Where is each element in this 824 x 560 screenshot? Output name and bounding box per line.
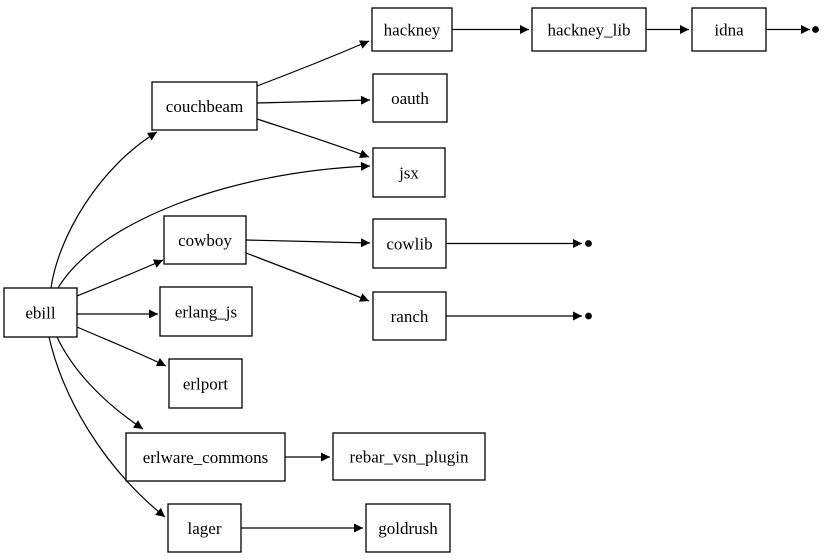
truncated-edge-dot-cowlib — [585, 240, 592, 247]
edge-ebill-jsx — [57, 161, 371, 289]
nodes-layer: ebill couchbeam hackney hackney_lib idna… — [3, 7, 767, 553]
edge-couchbeam-oauth — [256, 95, 371, 105]
edge-couchbeam-jsx — [256, 118, 370, 159]
node-idna: idna — [691, 7, 767, 52]
node-box-rebar_vsn_plugin — [332, 432, 486, 481]
node-ebill: ebill — [3, 287, 78, 338]
node-box-erlware_commons — [125, 432, 286, 482]
node-box-couchbeam — [151, 81, 258, 131]
node-label-couchbeam: couchbeam — [166, 97, 243, 116]
node-label-oauth: oauth — [391, 89, 429, 108]
node-box-cowlib — [372, 218, 447, 269]
node-box-oauth — [372, 73, 448, 123]
node-box-erlport — [168, 358, 243, 409]
edge-ebill-couchbeam — [50, 131, 158, 289]
edges-layer — [48, 25, 819, 533]
edge-ebill-cowboy — [76, 259, 164, 297]
node-label-hackney: hackney — [384, 21, 441, 40]
edge-cowboy-cowlib — [245, 238, 371, 248]
node-box-cowboy — [163, 215, 247, 265]
node-label-lager: lager — [188, 519, 222, 538]
edge-cowboy-ranch — [245, 252, 370, 302]
node-erlport: erlport — [168, 358, 243, 409]
node-oauth: oauth — [372, 73, 448, 123]
node-label-cowlib: cowlib — [386, 235, 432, 254]
node-erlware_commons: erlware_commons — [125, 432, 286, 482]
node-hackney_lib: hackney_lib — [531, 7, 647, 52]
node-rebar_vsn_plugin: rebar_vsn_plugin — [332, 432, 486, 481]
node-label-erlware_commons: erlware_commons — [143, 448, 269, 467]
node-box-hackney — [371, 7, 453, 52]
node-label-rebar_vsn_plugin: rebar_vsn_plugin — [350, 448, 469, 467]
node-label-goldrush: goldrush — [378, 519, 438, 538]
node-box-erlang_js — [159, 286, 253, 337]
node-label-ranch: ranch — [391, 307, 429, 326]
node-hackney: hackney — [371, 7, 453, 52]
edge-couchbeam-hackney — [256, 40, 370, 87]
node-goldrush: goldrush — [365, 503, 451, 553]
node-label-ebill: ebill — [25, 304, 55, 323]
node-label-hackney_lib: hackney_lib — [547, 21, 630, 40]
node-box-idna — [691, 7, 767, 52]
node-box-jsx — [372, 147, 446, 198]
truncated-edge-dot-idna — [812, 26, 819, 33]
node-label-cowboy: cowboy — [178, 231, 232, 250]
node-ranch: ranch — [372, 291, 447, 341]
node-cowlib: cowlib — [372, 218, 447, 269]
node-jsx: jsx — [372, 147, 446, 198]
edge-ebill-erlport — [76, 326, 167, 367]
node-box-ranch — [372, 291, 447, 341]
node-label-erlport: erlport — [183, 375, 229, 394]
node-box-lager — [167, 503, 242, 553]
edge-ebill-erlware_commons — [56, 336, 144, 430]
node-couchbeam: couchbeam — [151, 81, 258, 131]
node-label-idna: idna — [714, 21, 744, 40]
node-label-jsx: jsx — [398, 164, 419, 183]
truncated-edge-dot-ranch — [585, 312, 592, 320]
node-box-ebill — [3, 287, 78, 338]
node-box-hackney_lib — [531, 7, 647, 52]
node-label-erlang_js: erlang_js — [175, 303, 237, 322]
node-erlang_js: erlang_js — [159, 286, 253, 337]
node-cowboy: cowboy — [163, 215, 247, 265]
node-box-goldrush — [365, 503, 451, 553]
edge-ebill-lager — [48, 336, 166, 518]
node-lager: lager — [167, 503, 242, 553]
